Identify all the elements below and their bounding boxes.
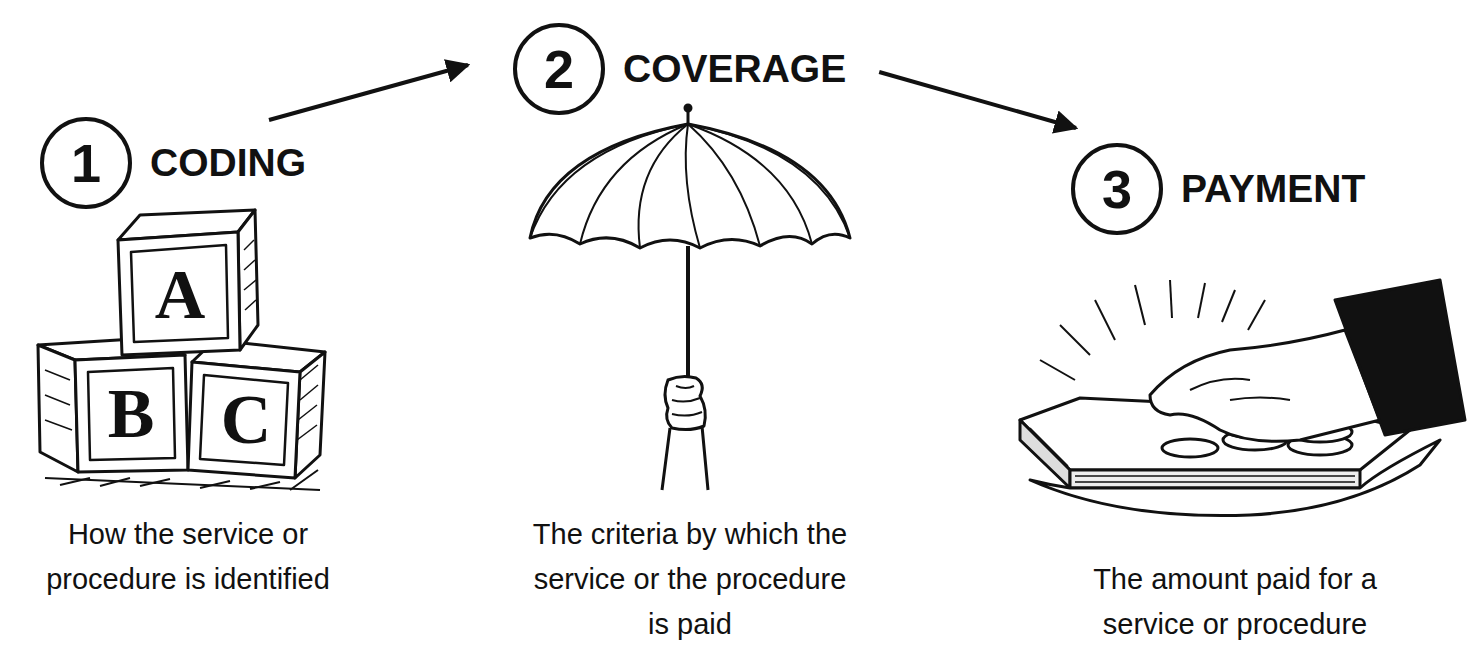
abc-blocks <box>38 210 325 490</box>
flow-arrow <box>269 65 468 120</box>
step-header: 3 PAYMENT <box>1071 143 1365 235</box>
step-group: 3 PAYMENT The amount paid for a service or… <box>1055 143 1415 663</box>
money-hand <box>1020 280 1465 516</box>
step-description: How the service or procedure is identifi… <box>43 512 333 602</box>
step-number: 2 <box>513 23 605 115</box>
step-number: 3 <box>1071 143 1163 235</box>
flow-arrow <box>879 72 1076 128</box>
block-letter: A <box>155 260 206 330</box>
step-heading: COVERAGE <box>623 47 846 91</box>
step-header: 1 CODING <box>40 117 306 209</box>
step-header: 2 COVERAGE <box>513 23 846 115</box>
step-description: The amount paid for a service or procedu… <box>1055 557 1415 647</box>
step-number: 1 <box>40 117 132 209</box>
block-letter: B <box>108 379 155 449</box>
umbrella <box>530 105 850 490</box>
step-description: The criteria by which the service or the… <box>525 512 855 647</box>
step-heading: CODING <box>150 141 306 185</box>
step-group: 2 COVERAGE The criteria by which the servi… <box>513 23 855 662</box>
step-heading: PAYMENT <box>1181 167 1365 211</box>
block-letter: C <box>221 385 272 455</box>
step-group: 1 CODING How the service or procedure is i… <box>40 117 380 662</box>
